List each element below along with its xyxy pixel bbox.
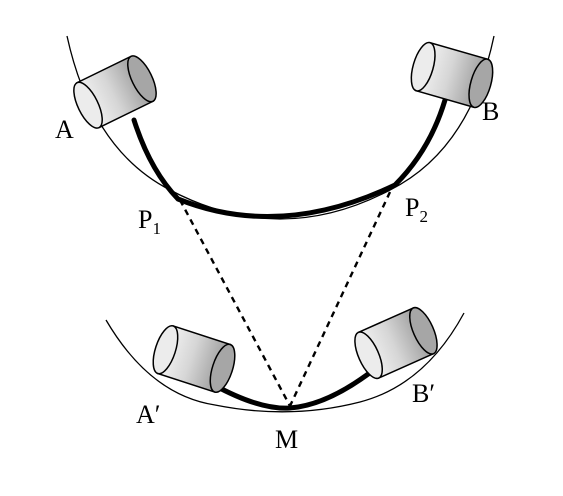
label-m: M bbox=[275, 425, 298, 454]
upper-rope bbox=[131, 97, 448, 219]
cylinder-a bbox=[73, 55, 157, 129]
lower-rope bbox=[211, 362, 383, 411]
label-p2-main: P bbox=[405, 193, 419, 222]
cylinder-b bbox=[410, 41, 494, 109]
label-b-prime: B′ bbox=[412, 379, 435, 408]
label-p1-sub: 1 bbox=[152, 219, 161, 238]
label-a: A bbox=[55, 115, 74, 144]
label-p1-main: P bbox=[138, 205, 152, 234]
label-b: B bbox=[482, 97, 499, 126]
upper-bowl-arc bbox=[66, 35, 495, 220]
lower-bowl-arc bbox=[105, 312, 465, 413]
cylinder-a-prime bbox=[152, 325, 236, 393]
dashed-line-p1-m bbox=[178, 199, 292, 407]
label-p1: P1 bbox=[138, 205, 161, 238]
cylinder-b-prime bbox=[354, 306, 438, 380]
label-a-prime: A′ bbox=[136, 400, 160, 429]
label-p2-sub: 2 bbox=[419, 207, 428, 226]
label-p2: P2 bbox=[405, 193, 428, 226]
